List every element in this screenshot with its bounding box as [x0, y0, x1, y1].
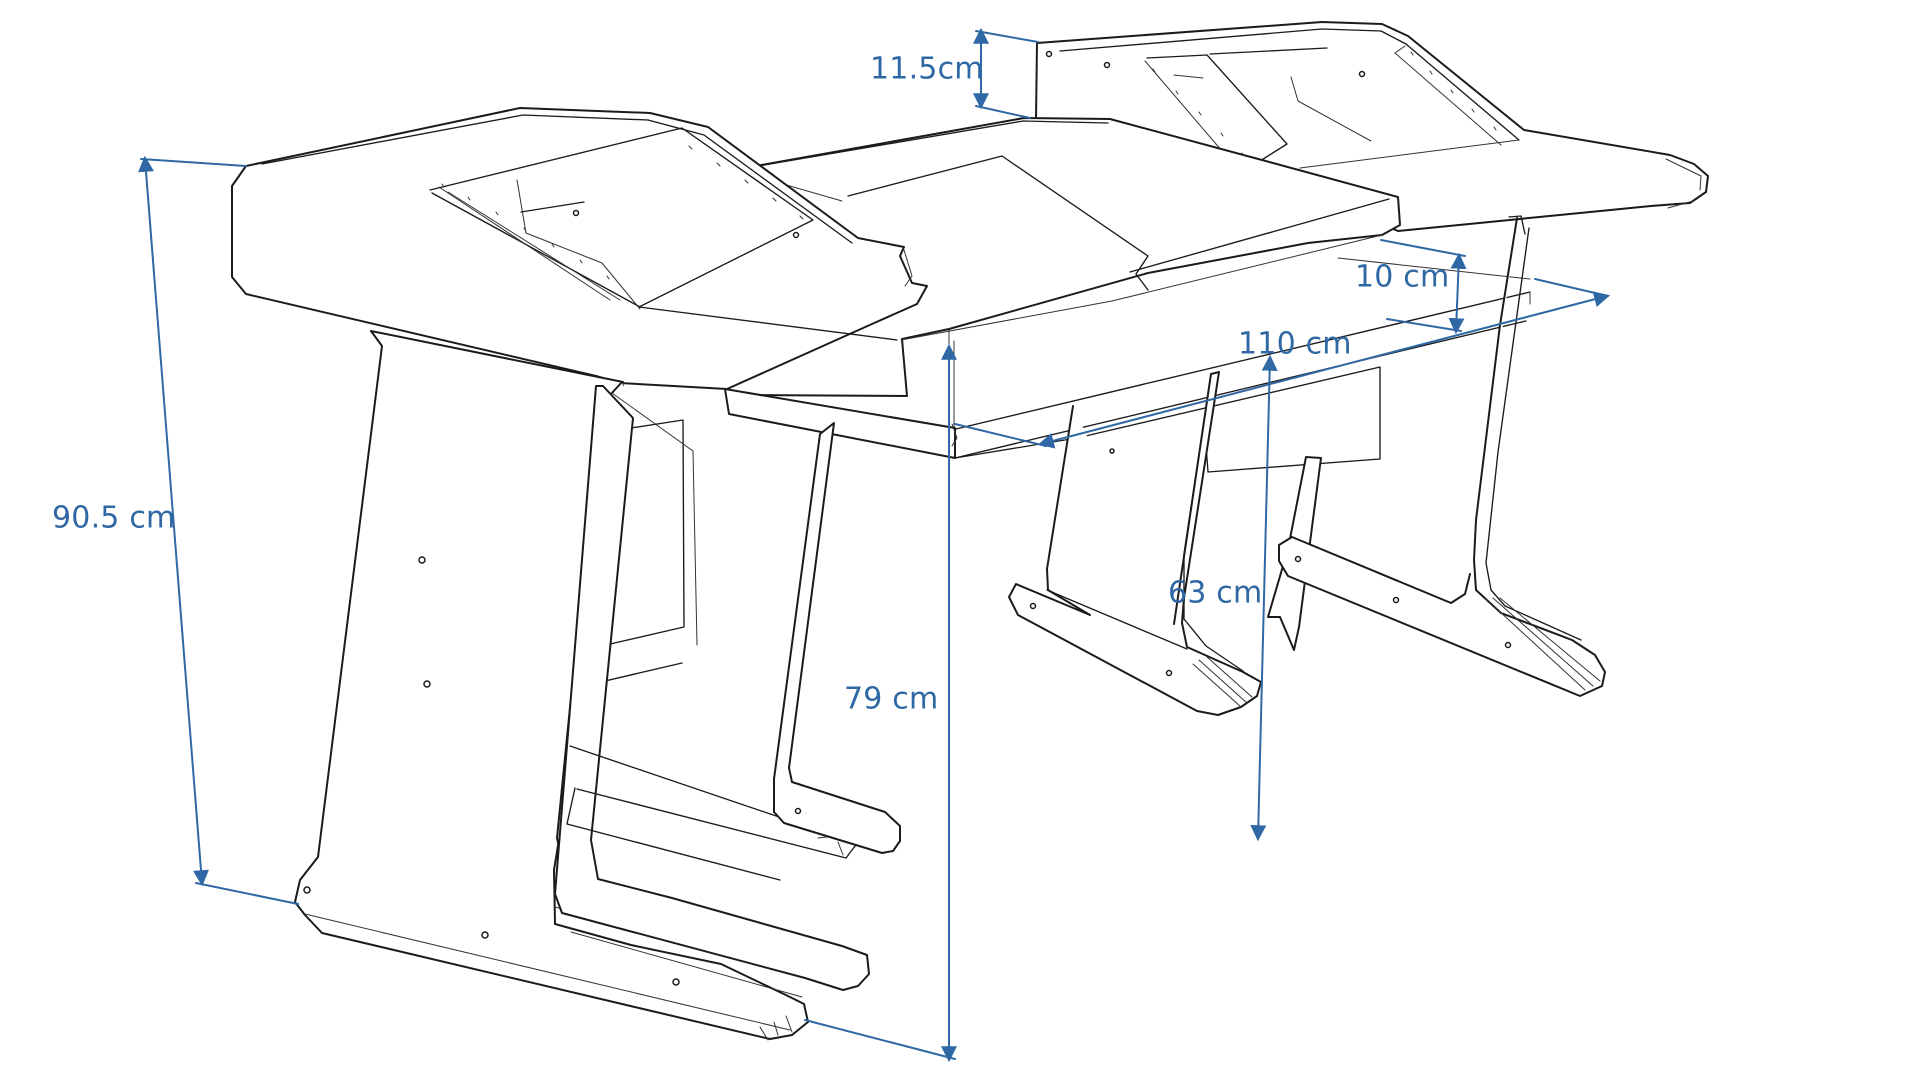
dim-depth-top-extension-2 — [975, 105, 1031, 119]
dim-rack-height-extension-bottom — [1386, 318, 1462, 332]
dim-total-height-line — [138, 155, 209, 887]
desk-illustration — [231, 21, 1709, 1041]
dim-width-extension-left — [954, 423, 1047, 447]
dim-depth-top-extension-1 — [975, 30, 1039, 43]
dim-desk-height-extension — [804, 1019, 956, 1060]
left-rack — [231, 107, 928, 390]
dim-knee-height-label: 63 cm — [1168, 576, 1262, 611]
dim-depth-top: 11.5cm — [870, 27, 1039, 119]
mounting-holes — [303, 50, 1512, 986]
dim-rack-height-label: 10 cm — [1355, 260, 1449, 295]
dim-rack-height-line — [1448, 252, 1467, 335]
dim-rack-height-extension-top — [1380, 239, 1466, 257]
dim-total-height-label: 90.5 cm — [52, 501, 175, 536]
dim-desk-height: 79 cm — [804, 343, 957, 1063]
dim-width-extension-right — [1534, 278, 1609, 297]
dim-width-label: 110 cm — [1238, 327, 1352, 362]
rail-bolts-right — [1152, 51, 1497, 157]
dim-depth-top-label: 11.5cm — [870, 52, 984, 87]
right-middle-leg — [1008, 371, 1262, 716]
dim-desk-height-label: 79 cm — [844, 682, 938, 717]
rail-bolts-left — [441, 145, 804, 280]
dim-total-height: 90.5 cm — [52, 155, 299, 905]
dim-knee-height-line — [1250, 354, 1278, 842]
dim-width-line — [1037, 291, 1611, 449]
dim-knee-height: 63 cm — [1168, 354, 1278, 842]
dim-total-height-extension-top — [140, 158, 247, 167]
dim-total-height-extension-bottom — [195, 882, 299, 905]
dim-rack-height: 10 cm — [1355, 239, 1467, 335]
rear-right-rack — [1035, 21, 1709, 232]
rear-left-support — [773, 422, 901, 854]
dimension-annotations: 11.5cm 90.5 cm 79 cm 10 cm — [52, 27, 1611, 1063]
